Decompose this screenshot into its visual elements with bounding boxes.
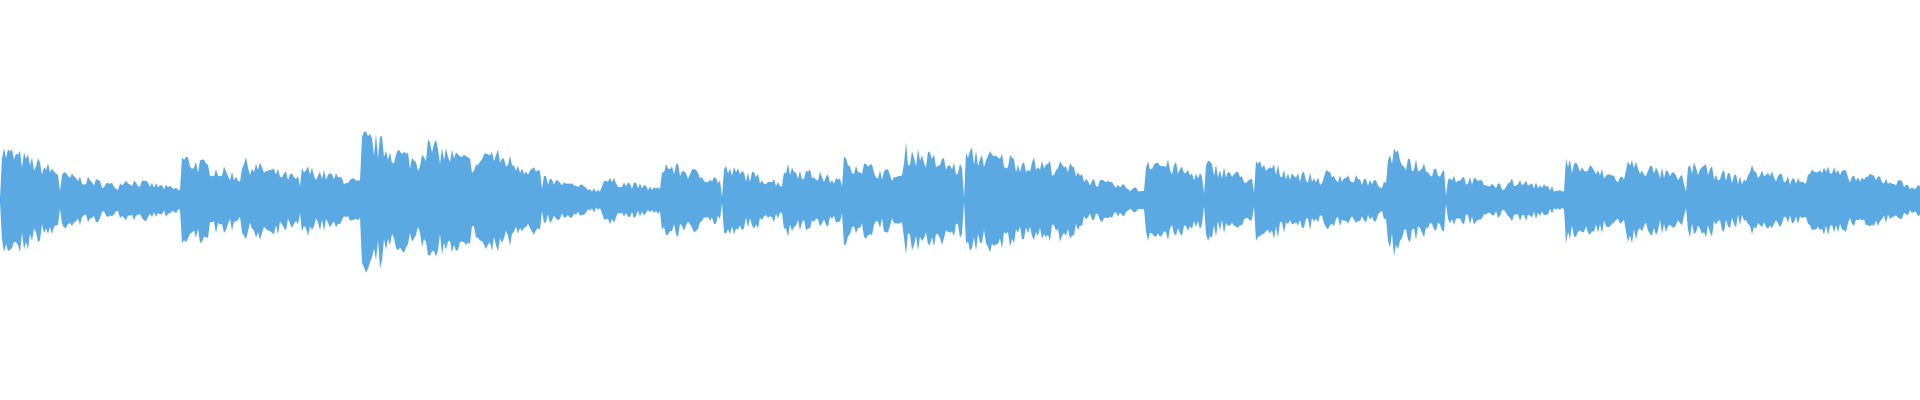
waveform-shape	[0, 131, 1920, 273]
